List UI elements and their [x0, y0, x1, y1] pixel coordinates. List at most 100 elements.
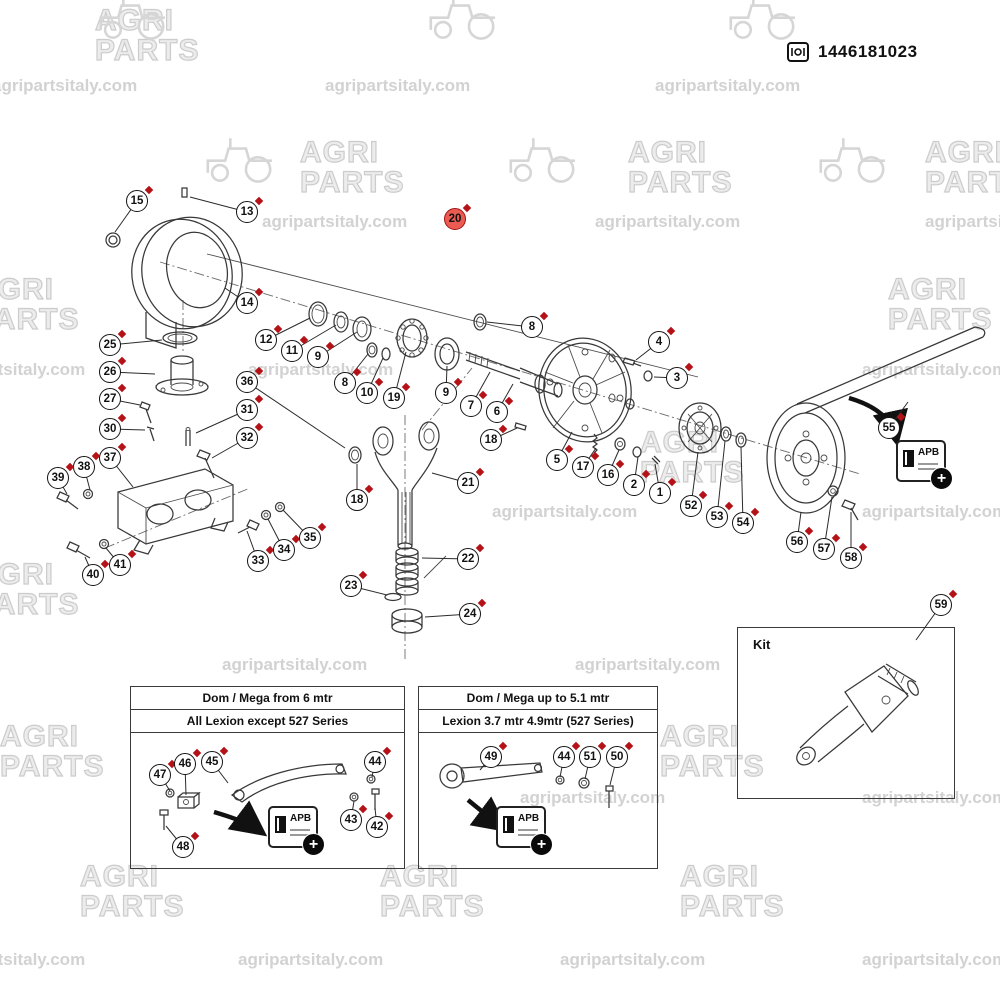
apb-plus-button[interactable]: +	[930, 467, 953, 490]
callout-number: 10	[360, 387, 374, 399]
callout-32[interactable]: 32	[236, 422, 264, 449]
callout-number: 52	[684, 500, 698, 512]
callout-number: 3	[673, 372, 681, 384]
callout-22[interactable]: 22	[457, 543, 485, 570]
callout-51[interactable]: 51	[579, 741, 607, 768]
callout-30[interactable]: 30	[99, 413, 127, 440]
callout-33[interactable]: 33	[247, 545, 275, 572]
callout-6[interactable]: 6	[486, 396, 514, 423]
callout-19[interactable]: 19	[383, 382, 411, 409]
callout-43[interactable]: 43	[340, 804, 368, 831]
callout-44[interactable]: 44	[553, 741, 581, 768]
callout-number: 40	[86, 569, 100, 581]
callout-21[interactable]: 21	[457, 467, 485, 494]
callout-18[interactable]: 18	[346, 484, 374, 511]
part-number-text: 1446181023	[818, 42, 918, 61]
callout-34[interactable]: 34	[273, 534, 301, 561]
callout-10[interactable]: 10	[356, 377, 384, 404]
callout-48[interactable]: 48	[172, 831, 200, 858]
callout-44[interactable]: 44	[364, 746, 392, 773]
callout-54[interactable]: 54	[732, 507, 760, 534]
callout-number: 50	[610, 751, 624, 763]
callout-7[interactable]: 7	[460, 390, 488, 417]
callout-36[interactable]: 36	[236, 366, 264, 393]
callout-23[interactable]: 23	[340, 570, 368, 597]
callout-46[interactable]: 46	[174, 748, 202, 775]
callout-5[interactable]: 5	[546, 444, 574, 471]
callout-12[interactable]: 12	[255, 324, 283, 351]
callout-8[interactable]: 8	[334, 367, 362, 394]
callout-35[interactable]: 35	[299, 522, 327, 549]
callout-49[interactable]: 49	[480, 741, 508, 768]
callout-number: 20	[448, 213, 462, 225]
apb-book-icon	[503, 816, 514, 833]
callout-number: 35	[303, 532, 317, 544]
callout-number: 11	[285, 345, 299, 357]
kit-knuckle	[796, 663, 919, 766]
callout-number: 42	[370, 821, 384, 833]
apb-label: APB	[290, 813, 312, 824]
apb-plus-button[interactable]: +	[530, 833, 553, 856]
callout-47[interactable]: 47	[149, 759, 177, 786]
belt	[796, 326, 986, 414]
callout-number: 6	[493, 406, 501, 418]
callout-15[interactable]: 15	[126, 185, 154, 212]
callout-50[interactable]: 50	[606, 741, 634, 768]
callout-number: 1	[656, 487, 664, 499]
callout-number: 9	[442, 387, 450, 399]
callout-38[interactable]: 38	[73, 451, 101, 478]
callout-3[interactable]: 3	[666, 362, 694, 389]
callout-9[interactable]: 9	[307, 341, 335, 368]
callout-40[interactable]: 40	[82, 559, 110, 586]
callout-14[interactable]: 14	[236, 287, 264, 314]
callout-2[interactable]: 2	[623, 469, 651, 496]
callout-20[interactable]: 20	[444, 203, 472, 230]
callout-number: 57	[817, 543, 831, 555]
callout-25[interactable]: 25	[99, 329, 127, 356]
callout-number: 15	[130, 195, 144, 207]
callout-58[interactable]: 58	[840, 542, 868, 569]
callout-number: 37	[103, 452, 117, 464]
callout-4[interactable]: 4	[648, 326, 676, 353]
callout-55[interactable]: 55	[878, 412, 906, 439]
callout-52[interactable]: 52	[680, 490, 708, 517]
callout-53[interactable]: 53	[706, 501, 734, 528]
callout-39[interactable]: 39	[47, 462, 75, 489]
callout-57[interactable]: 57	[813, 533, 841, 560]
callout-number: 45	[205, 756, 219, 768]
callout-number: 4	[655, 336, 663, 348]
callout-number: 56	[790, 536, 804, 548]
callout-number: 39	[51, 472, 65, 484]
callout-37[interactable]: 37	[99, 442, 127, 469]
callout-17[interactable]: 17	[572, 451, 600, 478]
callout-13[interactable]: 13	[236, 196, 264, 223]
apb-plus-button[interactable]: +	[302, 833, 325, 856]
callout-42[interactable]: 42	[366, 811, 394, 838]
callout-41[interactable]: 41	[109, 549, 137, 576]
callout-11[interactable]: 11	[281, 335, 309, 362]
callout-9[interactable]: 9	[435, 377, 463, 404]
mount-bracket	[117, 468, 234, 555]
callout-number: 13	[240, 206, 254, 218]
variant-right-subtitle: Lexion 3.7 mtr 4.9mtr (527 Series)	[419, 710, 657, 733]
callout-16[interactable]: 16	[597, 459, 625, 486]
callout-27[interactable]: 27	[99, 383, 127, 410]
callout-31[interactable]: 31	[236, 394, 264, 421]
callout-number: 5	[553, 454, 561, 466]
callout-45[interactable]: 45	[201, 746, 229, 773]
callout-8[interactable]: 8	[521, 311, 549, 338]
callout-1[interactable]: 1	[649, 477, 677, 504]
callout-number: 19	[387, 392, 401, 404]
callout-number: 55	[882, 422, 896, 434]
callout-56[interactable]: 56	[786, 526, 814, 553]
apb-badge: APB +	[896, 440, 953, 490]
variant-box-left: Dom / Mega from 6 mtr All Lexion except …	[130, 686, 405, 869]
callout-24[interactable]: 24	[459, 598, 487, 625]
callout-number: 17	[576, 461, 590, 473]
callout-18[interactable]: 18	[480, 424, 508, 451]
callout-59[interactable]: 59	[930, 589, 958, 616]
apb-badge: APB +	[496, 806, 553, 856]
left-variant-art	[159, 763, 380, 837]
callout-number: 23	[344, 580, 358, 592]
callout-26[interactable]: 26	[99, 356, 127, 383]
